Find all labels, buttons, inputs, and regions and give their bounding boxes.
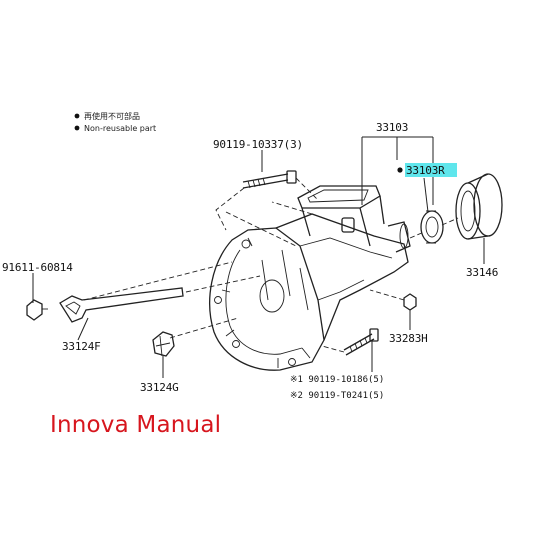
oil-seal bbox=[420, 210, 444, 244]
legend-item-en: Non-reusable part bbox=[84, 124, 156, 133]
bolt-top: 90119-10337(3) bbox=[213, 138, 319, 201]
bolt-left: 91611-60814 bbox=[2, 261, 73, 321]
callout-33103r-group: 33103R bbox=[397, 163, 457, 213]
callout-90119-10186: ※1 90119-10186(5) bbox=[290, 375, 384, 385]
callout-33146: 33146 bbox=[466, 266, 498, 279]
non-reusable-dot-icon bbox=[397, 167, 403, 173]
callout-33103: 33103 bbox=[376, 121, 408, 134]
caption-text: Innova Manual bbox=[50, 412, 222, 438]
legend: 再使用不可部品 Non-reusable part bbox=[74, 111, 156, 133]
callout-90119-t0241: ※2 90119-T0241(5) bbox=[290, 391, 384, 401]
legend-dot-icon bbox=[74, 125, 80, 131]
lever-33124f: 33124F bbox=[59, 261, 261, 353]
assembly-bracket: 33103 bbox=[361, 121, 434, 205]
assembly-lines bbox=[215, 187, 459, 239]
callout-33124f: 33124F bbox=[62, 340, 101, 353]
callout-33103r: 33103R bbox=[406, 164, 445, 177]
plug-33283h: 33283H bbox=[369, 289, 428, 345]
sleeve-33146: 33146 bbox=[455, 173, 503, 279]
transmission-housing bbox=[209, 185, 411, 371]
callout-91611-60814: 91611-60814 bbox=[2, 261, 73, 274]
callout-33283h: 33283H bbox=[389, 332, 428, 345]
legend-item-jp: 再使用不可部品 bbox=[84, 111, 140, 121]
bolt-bottom: ※1 90119-10186(5) ※2 90119-T0241(5) bbox=[290, 328, 384, 401]
bracket-33124g: 33124G bbox=[140, 317, 239, 394]
legend-dot-icon bbox=[74, 113, 80, 119]
callout-90119-10337: 90119-10337(3) bbox=[213, 138, 303, 151]
callout-33124g: 33124G bbox=[140, 381, 179, 394]
highlight-box bbox=[405, 163, 457, 177]
